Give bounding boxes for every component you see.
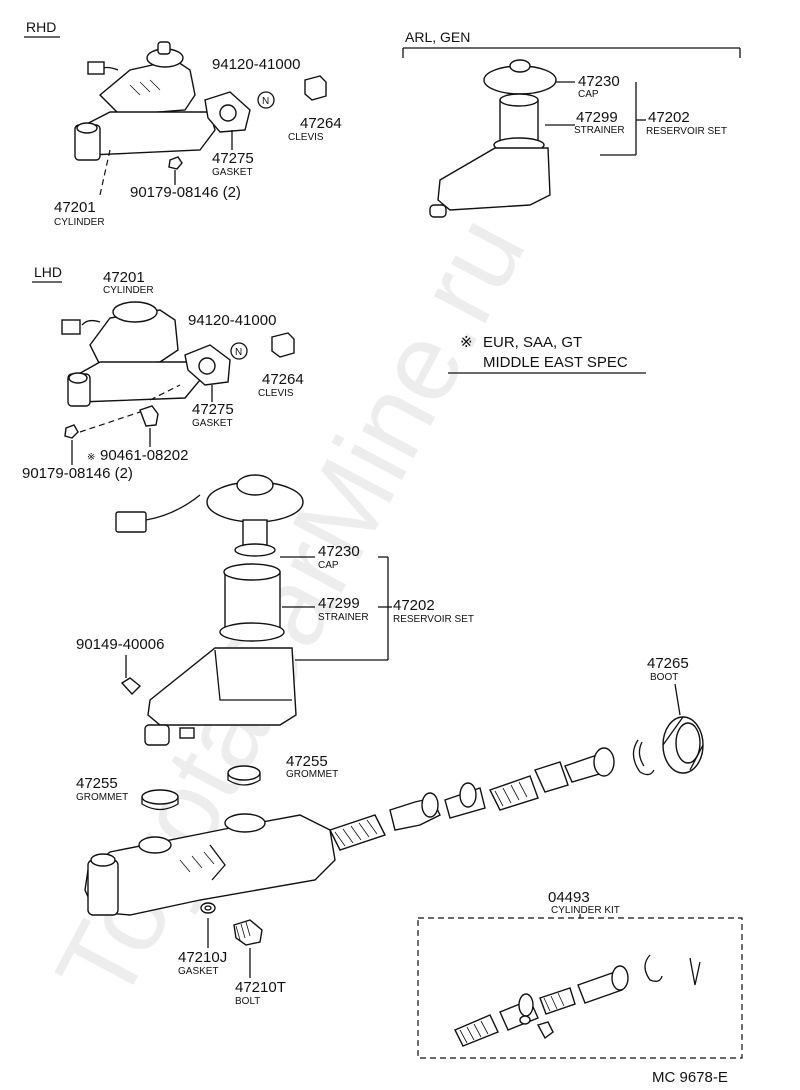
main-reservoir: 47230 CAP 47299 STRAINER 47202 RESERVOIR… [76, 474, 474, 746]
rhd-part-47264: 47264 [300, 115, 342, 132]
lhd-section: LHD 47201 CYLINDER N 94120-41000 47264 C… [22, 264, 304, 482]
main-name-boot: BOOT [650, 672, 678, 683]
rhd-clevis-shape [304, 75, 327, 101]
rhd-name-clevis: CLEVIS [288, 132, 324, 143]
arl-gen-section: ARL, GEN 47230 CAP 47299 STRAINER 47202 … [402, 29, 741, 218]
rhd-cylinder-drawing [74, 41, 216, 161]
rhd-part-94120: 94120-41000 [212, 56, 300, 73]
rhd-heading: RHD [26, 19, 56, 35]
main-name-bolt: BOLT [235, 996, 260, 1007]
rhd-part-47201: 47201 [54, 199, 96, 216]
main-name-reservoir: RESERVOIR SET [393, 614, 474, 625]
lhd-part-47275: 47275 [192, 401, 234, 418]
arl-name-strainer: STRAINER [574, 125, 625, 136]
spec-note-line1: EUR, SAA, GT [483, 334, 582, 351]
arl-part-47230: 47230 [578, 73, 620, 90]
cylinder-kit-box: 04493 CYLINDER KIT [417, 889, 743, 1059]
main-part-47255b: 47255 [76, 775, 118, 792]
main-part-47202: 47202 [393, 597, 435, 614]
lhd-part-90461: 90461-08202 [100, 447, 188, 464]
lhd-heading: LHD [34, 264, 62, 280]
main-part-47210j: 47210J [178, 949, 227, 966]
arl-part-47202: 47202 [648, 109, 690, 126]
lhd-name-gasket: GASKET [192, 418, 233, 429]
lhd-name-clevis: CLEVIS [258, 388, 294, 399]
arl-gen-heading: ARL, GEN [405, 29, 470, 45]
lhd-spec-mark: ※ [87, 452, 95, 463]
rhd-n-marker: N [262, 96, 269, 107]
main-part-47265: 47265 [647, 655, 689, 672]
master-cylinder-body [84, 813, 336, 916]
rhd-part-90179: 90179-08146 (2) [130, 184, 241, 201]
arl-name-cap: CAP [578, 89, 599, 100]
main-part-47210t: 47210T [235, 979, 286, 996]
main-name-strainer: STRAINER [318, 612, 369, 623]
spec-note: ※ EUR, SAA, GT MIDDLE EAST SPEC [448, 334, 646, 374]
gasket-and-bolt: 47210J GASKET 47210T BOLT [178, 902, 286, 1007]
arl-part-47299: 47299 [576, 109, 618, 126]
rhd-name-cylinder: CYLINDER [54, 217, 105, 228]
kit-name-cylinder-kit: CYLINDER KIT [551, 905, 620, 916]
lhd-n-marker: N [235, 347, 242, 358]
grommets: 47255 GROMMET 47255 GROMMET [76, 753, 338, 811]
main-part-47255a: 47255 [286, 753, 328, 770]
lhd-part-47201: 47201 [103, 269, 145, 286]
rhd-name-gasket: GASKET [212, 167, 253, 178]
main-part-47299: 47299 [318, 595, 360, 612]
main-name-grommet-b: GROMMET [76, 792, 128, 803]
lhd-part-90179: 90179-08146 (2) [22, 465, 133, 482]
kit-part-04493: 04493 [548, 889, 590, 906]
arl-name-reservoir: RESERVOIR SET [646, 126, 727, 137]
lhd-part-47264: 47264 [262, 371, 304, 388]
lhd-part-94120: 94120-41000 [188, 312, 276, 329]
lhd-cylinder-drawing [61, 301, 201, 407]
rhd-section: RHD N 94120-41000 47264 CLEVIS 47275 GAS… [24, 19, 342, 228]
main-name-grommet-a: GROMMET [286, 769, 338, 780]
main-part-47230: 47230 [318, 543, 360, 560]
spec-note-line2: MIDDLE EAST SPEC [483, 354, 628, 371]
main-name-cap: CAP [318, 560, 339, 571]
drawing-code: MC 9678-E [652, 1069, 728, 1086]
main-part-90149: 90149-40006 [76, 636, 164, 653]
boot: 47265 BOOT [647, 655, 704, 774]
lhd-name-cylinder: CYLINDER [103, 285, 154, 296]
main-name-gasket: GASKET [178, 966, 219, 977]
spec-note-symbol: ※ [460, 334, 473, 351]
rhd-part-47275: 47275 [212, 150, 254, 167]
piston-assembly [329, 739, 655, 851]
